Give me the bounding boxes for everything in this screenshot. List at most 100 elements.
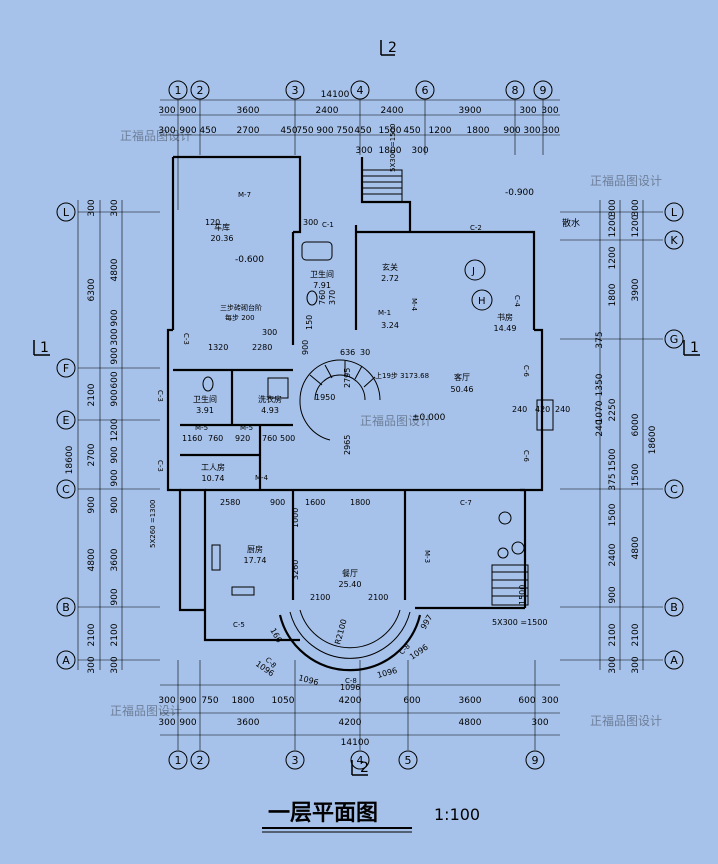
- dim: 1050: [272, 696, 295, 706]
- drawing-scale: 1:100: [434, 805, 480, 824]
- dim: 300: [262, 328, 277, 337]
- grid-bubbles-bottom: [168, 750, 545, 770]
- title-block: 一层平面图 1:100: [262, 801, 480, 833]
- dim: 4800: [459, 718, 482, 728]
- dim: 240: [595, 419, 605, 436]
- dim: 760: [262, 434, 277, 443]
- dim: 30: [360, 348, 370, 357]
- bathtub-icon: [301, 241, 333, 261]
- dim: 1000: [291, 508, 300, 528]
- dim: 450: [280, 126, 297, 136]
- grid-label: A: [62, 654, 70, 667]
- door-tag: M-5: [195, 424, 208, 432]
- dim: 997: [419, 613, 434, 631]
- dim: 300: [158, 696, 175, 706]
- grid-label: 5: [405, 754, 412, 767]
- dim: 2400: [608, 543, 618, 566]
- dim: 4200: [339, 718, 362, 728]
- door-tag: M-7: [238, 191, 251, 199]
- room-name: 玄关: [382, 262, 398, 272]
- stair-note: 三步砖砌台阶: [220, 303, 262, 312]
- marker-h-circle: [471, 289, 493, 311]
- dim: 300: [303, 218, 318, 227]
- grid-label: E: [63, 414, 70, 427]
- dim: 300: [631, 199, 641, 216]
- rear-stairs: [491, 564, 529, 606]
- dim: 2100: [87, 383, 97, 406]
- dim: 1096: [408, 643, 430, 662]
- washer-icon: [267, 377, 289, 399]
- sofa-icon: [497, 547, 509, 559]
- dim: 1600: [305, 498, 325, 507]
- dim: 300: [631, 656, 641, 673]
- dim: 900: [87, 496, 97, 513]
- grid-label: L: [671, 206, 678, 219]
- sink-icon: [211, 544, 221, 571]
- dim: 3600: [237, 106, 260, 116]
- dim: 2250: [608, 398, 618, 421]
- elev-main: ±0.000: [412, 413, 446, 423]
- dim: 300: [541, 106, 558, 116]
- dim: 900: [110, 588, 120, 605]
- room-name: 厨房: [247, 544, 263, 554]
- sofa-icon: [511, 541, 525, 555]
- dim: 300: [542, 126, 559, 136]
- dim: 300: [158, 126, 175, 136]
- dining-bay: [278, 609, 422, 672]
- room-name: 卫生间: [310, 269, 334, 279]
- stove-icon: [231, 586, 255, 596]
- dim: 150: [305, 315, 314, 330]
- section-marker-left: 1: [40, 340, 49, 356]
- dim: 1200: [429, 126, 452, 136]
- entry-steps: 5X300 =1500: [389, 123, 397, 172]
- grid-label: 4: [357, 84, 364, 97]
- elev-garage: -0.600: [235, 255, 264, 265]
- grid-label: 1: [175, 754, 182, 767]
- window-tag: C-5: [233, 621, 245, 629]
- dim: 300: [110, 328, 120, 345]
- dim: 900: [179, 718, 196, 728]
- window-tag: C-8: [345, 677, 357, 685]
- dim: 450: [199, 126, 216, 136]
- dim: 1070: [595, 400, 605, 423]
- misc-labels: -0.600 -0.900 ±0.000 三步砖砌台阶 每步 200 上19步 …: [149, 123, 580, 645]
- window-tag: C-3: [156, 460, 164, 472]
- grid-labels-top: 1 2 3 4 6 8 9: [175, 84, 547, 97]
- dim: 2100: [87, 623, 97, 646]
- dim: 900: [270, 498, 285, 507]
- dim: 240: [512, 405, 527, 414]
- dim: 300: [541, 696, 558, 706]
- dim: 1800: [379, 146, 402, 156]
- dim: 300: [355, 146, 372, 156]
- dim: 300: [523, 126, 540, 136]
- dim: 1200: [631, 214, 641, 237]
- room-area: 3.24: [381, 321, 399, 330]
- dim: 4200: [339, 696, 362, 706]
- dims-left: 18600 300 6300 2100 2700 900 4800 2100 3…: [65, 199, 120, 673]
- dim: 1096: [376, 666, 398, 680]
- dim: 1800: [608, 283, 618, 306]
- radius-label: R2100: [333, 618, 348, 645]
- dim: 2100: [110, 623, 120, 646]
- dim: 300: [531, 718, 548, 728]
- dim: 600: [403, 696, 420, 706]
- dim: 4800: [87, 548, 97, 571]
- window-tag: C-2: [470, 224, 482, 232]
- room-name: 餐厅: [342, 569, 358, 578]
- dim: 900: [179, 126, 196, 136]
- dim: 6000: [631, 413, 641, 436]
- dim: 1800: [232, 696, 255, 706]
- grid-label: 8: [512, 84, 519, 97]
- dim: 2100: [368, 593, 388, 602]
- grid-label: K: [670, 234, 678, 247]
- dim: 1500: [608, 448, 618, 471]
- room-labels: 车库 20.36 卫生间 7.91 玄关 2.72 书房 14.49 客厅 50…: [193, 222, 516, 589]
- dim: 300: [158, 718, 175, 728]
- dim: 300: [87, 199, 97, 216]
- dim: 2280: [252, 343, 272, 352]
- dim: 1500: [608, 503, 618, 526]
- section-marker-top: 2: [388, 40, 397, 56]
- dim: 750: [296, 126, 313, 136]
- dim: 2965: [343, 435, 352, 455]
